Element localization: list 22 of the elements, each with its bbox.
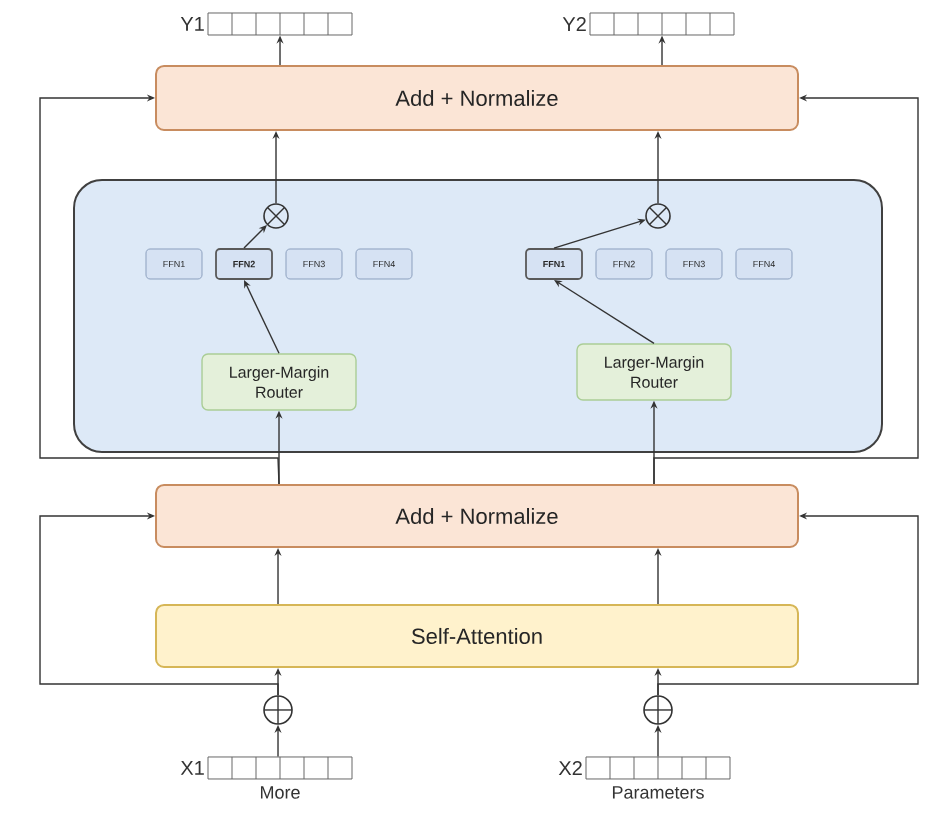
vector-drawing: X2 Parameters [558, 756, 731, 799]
multiply-symbol [645, 203, 671, 229]
arrow [39, 94, 280, 485]
node-label: More [260, 786, 300, 799]
vector-drawing: Y1 [180, 12, 353, 36]
node-label: X2 [558, 761, 582, 775]
node-label: X1 [180, 761, 204, 775]
node-label: Y1 [180, 17, 204, 31]
sum-symbol [643, 695, 673, 725]
normalize-box: Add + Normalize [155, 484, 799, 548]
vector-drawing: X1 More [180, 756, 353, 799]
node-label: Y2 [562, 17, 586, 31]
node-label: Parameters [612, 786, 704, 799]
arrow [39, 512, 279, 696]
sum-symbol [263, 695, 293, 725]
multiply-symbol [263, 203, 289, 229]
router-box: Larger-Margin Router [576, 343, 732, 401]
normalize-box: Add + Normalize [155, 65, 799, 131]
router-box: Larger-Margin Router [201, 353, 357, 411]
attention-box: Self-Attention [155, 604, 799, 668]
arrow [243, 225, 267, 249]
vector-drawing: Y2 [562, 12, 735, 36]
